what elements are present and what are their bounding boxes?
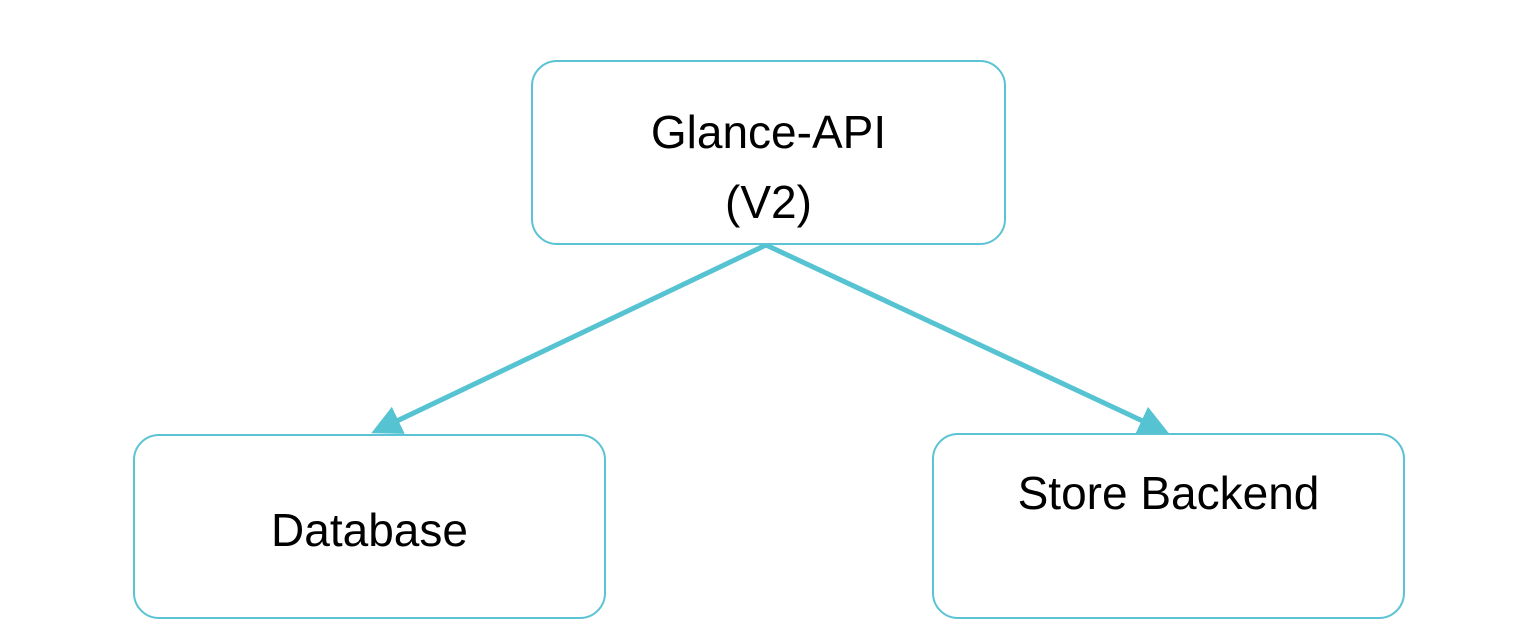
node-glance-api: Glance-API (V2) <box>531 60 1006 245</box>
node-store-backend-label: Store Backend <box>1017 467 1320 519</box>
node-glance-api-label: Glance-API <box>650 106 887 158</box>
node-store-backend: Store Backend <box>932 433 1405 619</box>
node-database: Database <box>133 434 606 619</box>
node-database-label: Database <box>271 504 468 556</box>
edge-glance-to-database-arrow <box>371 242 768 434</box>
node-glance-api-version: (V2) <box>725 176 812 228</box>
edge-glance-to-store-backend-arrow <box>764 242 1169 435</box>
